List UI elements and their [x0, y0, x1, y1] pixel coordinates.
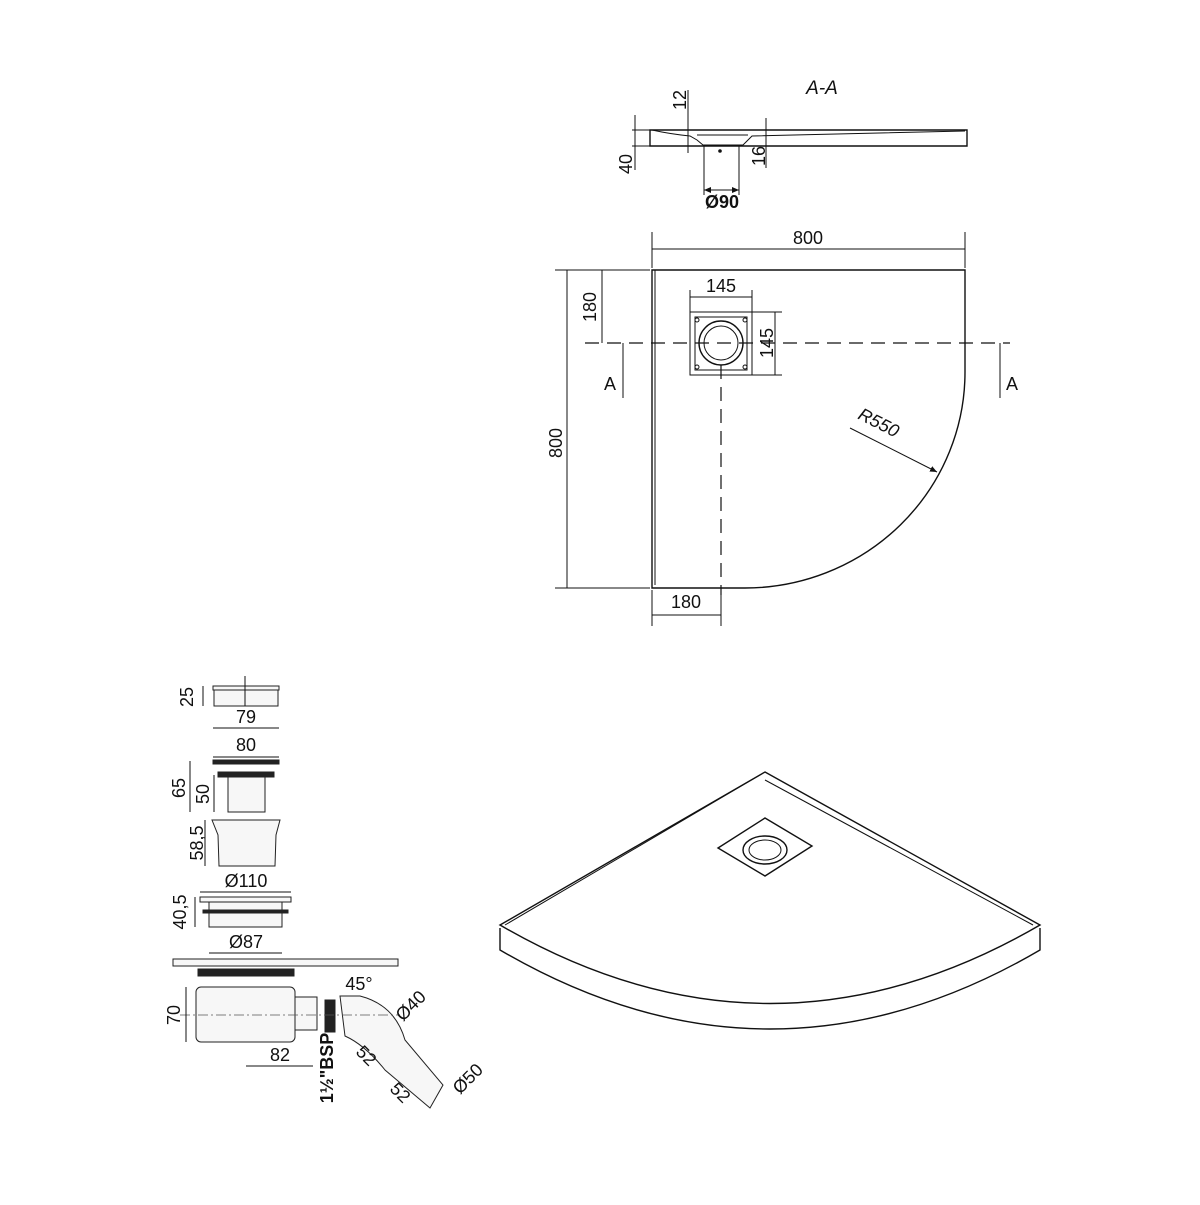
- dim-grate-insert: 50: [193, 784, 213, 804]
- tray-3d-view: [498, 771, 1042, 1030]
- dim-height-800: 800: [546, 428, 566, 458]
- dim-trap-height: 70: [164, 1005, 184, 1025]
- dim-drain-top-180: 180: [580, 292, 600, 322]
- section-view: A-A 40 12 16 Ø90: [616, 78, 968, 212]
- dim-grate-height: 65: [169, 778, 189, 798]
- dim-40: 40: [616, 154, 636, 174]
- section-mark-left: A: [604, 374, 616, 394]
- dim-outlet-d40: Ø40: [392, 987, 430, 1025]
- dim-drain-width-145: 145: [706, 276, 736, 296]
- dim-d90: Ø90: [705, 192, 739, 212]
- dim-elbow-angle: 45°: [345, 974, 372, 994]
- dim-trap-offset: 82: [270, 1045, 290, 1065]
- section-title: A-A: [805, 78, 838, 99]
- drain-3d: [716, 817, 814, 877]
- drain-parts: 25 79 80 65 50 58,5 Ø110 40,5 Ø87: [164, 676, 487, 1109]
- dim-outlet-d50: Ø50: [449, 1060, 487, 1098]
- dim-thread-diameter: Ø87: [229, 932, 263, 952]
- dim-drain-height-145: 145: [757, 328, 777, 358]
- dim-cover-width: 79: [236, 707, 256, 727]
- dim-width-800: 800: [793, 228, 823, 248]
- plan-view: A A 800 800 180 145 145 180 R550: [546, 228, 1018, 626]
- tray-outline: [651, 269, 966, 589]
- dim-flange-diameter: Ø110: [225, 871, 268, 891]
- dim-thread-bsp: 1½"BSP: [317, 1033, 337, 1104]
- dim-16: 16: [749, 146, 769, 166]
- dim-flange-height: 40,5: [170, 894, 190, 929]
- dim-cover-height: 25: [177, 687, 197, 707]
- dim-drain-left-180: 180: [671, 592, 701, 612]
- section-mark-right: A: [1006, 374, 1018, 394]
- dim-radius: R550: [855, 404, 902, 441]
- dim-insert-height: 58,5: [187, 825, 207, 860]
- dim-12: 12: [670, 90, 690, 110]
- tray-section: [649, 129, 968, 147]
- dim-grate-width: 80: [236, 735, 256, 755]
